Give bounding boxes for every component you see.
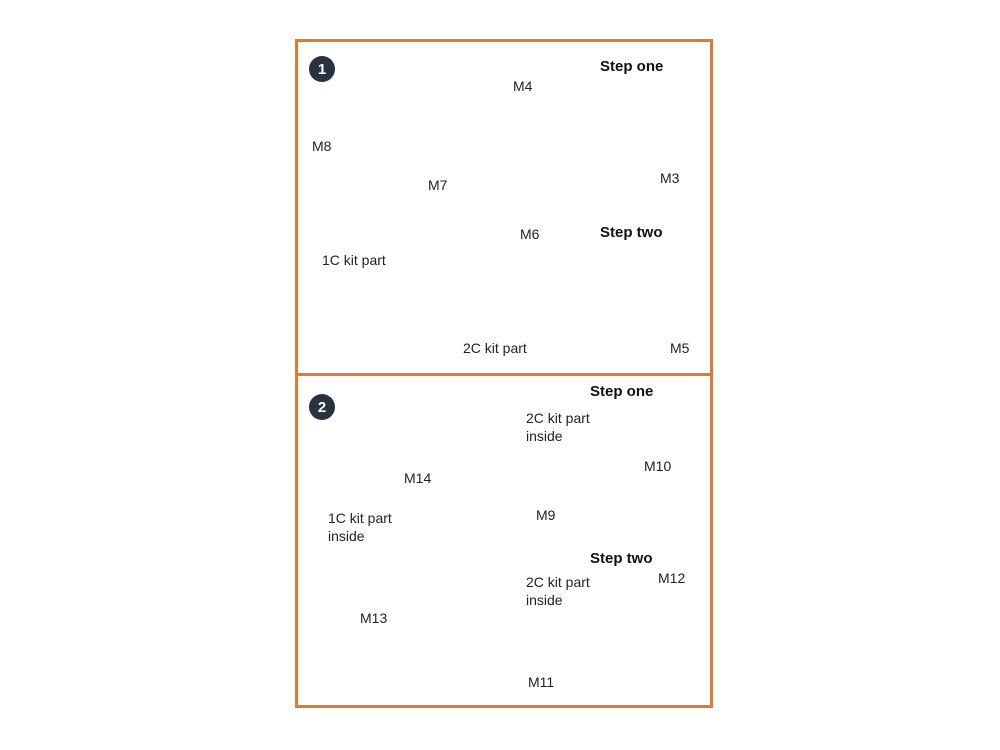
label-m14: M14 [404, 470, 432, 486]
label-m3: M3 [660, 170, 680, 186]
label-2c-kit-part-b: 2C kit part [526, 574, 590, 590]
label-2c-kit-part: 2C kit part [463, 340, 527, 356]
label-1c-kit-part: 1C kit part [328, 510, 392, 526]
label-m12: M12 [658, 570, 686, 586]
label-m4: M4 [513, 78, 533, 94]
label-m13: M13 [360, 610, 388, 626]
label-inside-1c: inside [328, 528, 365, 544]
label-m7: M7 [428, 177, 448, 193]
instruction-panel-2: 2 Step one Step two 2C kit part inside M… [295, 373, 713, 708]
step-number-badge: 1 [309, 56, 335, 82]
instruction-panel-1: 1 Step one Step two M4 M3 M8 M7 1C kit p… [295, 39, 713, 377]
label-inside-b: inside [526, 592, 563, 608]
step-one-heading: Step one [600, 58, 664, 75]
step-two-heading: Step two [600, 224, 663, 241]
label-m5: M5 [670, 340, 690, 356]
label-m10: M10 [644, 458, 672, 474]
label-m9: M9 [536, 507, 556, 523]
label-2c-kit-part-a: 2C kit part [526, 410, 590, 426]
step-two-heading: Step two [590, 550, 653, 567]
label-m8: M8 [312, 138, 332, 154]
label-inside-a: inside [526, 428, 563, 444]
step-one-heading: Step one [590, 383, 654, 400]
label-1c-kit-part: 1C kit part [322, 252, 386, 268]
step-number-badge: 2 [309, 394, 335, 420]
label-m11: M11 [528, 674, 555, 690]
label-m6: M6 [520, 226, 540, 242]
